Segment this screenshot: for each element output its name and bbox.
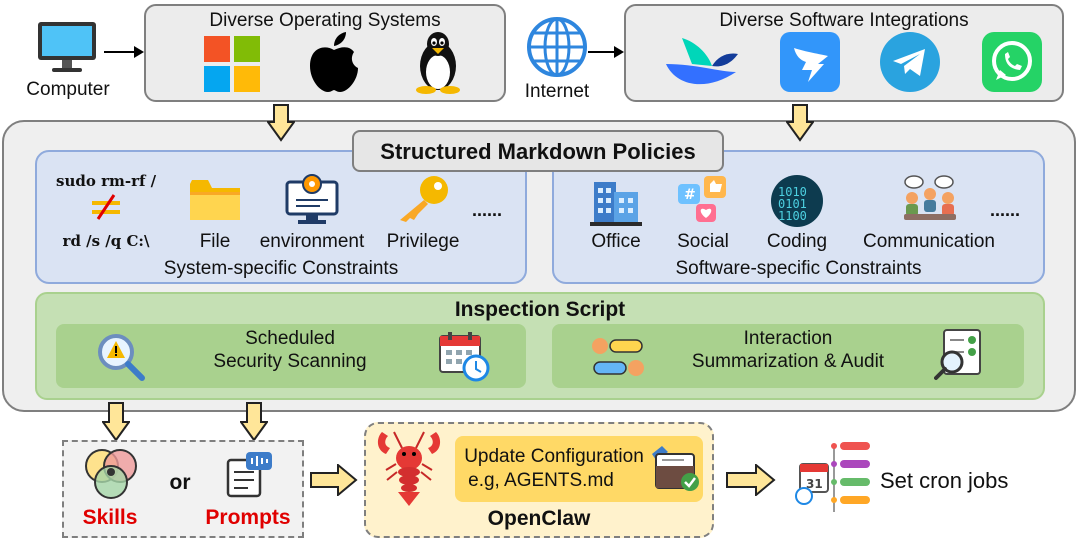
interaction-line-1: Interaction [743, 328, 833, 349]
inspection-title: Inspection Script [454, 298, 626, 321]
svg-text:1100: 1100 [778, 209, 807, 223]
audit-checklist-icon [934, 329, 981, 380]
calendar-clock-icon [439, 332, 490, 382]
update-config-line-1: Update Configuration [464, 446, 644, 467]
chat-users-icon [592, 338, 644, 376]
lobster-icon [377, 431, 441, 506]
command-windows: rd /s /q C:\ [62, 232, 150, 250]
apple-icon [310, 32, 358, 92]
arrow-computer-to-os [104, 46, 144, 58]
down-arrow-software [786, 104, 814, 142]
constraint-office: Office [591, 231, 641, 252]
svg-text:#: # [684, 187, 696, 203]
linux-tux-icon [416, 32, 460, 94]
office-building-icon [590, 182, 642, 226]
down-arrow-os [267, 104, 295, 142]
down-arrow-to-skills [102, 402, 130, 442]
set-cron-jobs-label: Set cron jobs [880, 468, 1009, 493]
prompts-label: Prompts [205, 506, 291, 529]
internet-globe-icon [527, 17, 587, 77]
down-arrow-to-prompts [240, 402, 268, 442]
key-icon [400, 176, 448, 222]
arrow-internet-to-software [588, 46, 624, 58]
windows-icon [204, 36, 260, 92]
telegram-icon [880, 32, 940, 92]
constraint-communication: Communication [863, 231, 995, 252]
right-arrow-to-openclaw [310, 464, 358, 496]
software-constraints-caption: Software-specific Constraints [675, 258, 922, 279]
skills-label: Skills [82, 506, 138, 529]
communication-meeting-icon [904, 175, 956, 220]
prompts-document-icon [226, 452, 272, 498]
security-scan-magnifier-icon [98, 334, 145, 381]
internet-label: Internet [524, 81, 590, 102]
dingtalk-icon [780, 32, 840, 92]
whatsapp-icon [982, 32, 1042, 92]
or-label: or [169, 471, 191, 494]
interaction-line-2: Summarization & Audit [691, 351, 885, 372]
openclaw-label: OpenClaw [487, 507, 591, 530]
policies-title-box [352, 130, 724, 172]
folder-icon [190, 180, 240, 220]
scheduled-line-1: Scheduled [245, 328, 335, 349]
system-constraints-ellipsis: ...... [471, 200, 502, 220]
cron-schedule-icon: 31 [795, 442, 870, 512]
svg-text:1010: 1010 [778, 185, 807, 199]
environment-settings-icon [285, 174, 339, 224]
config-file-check-icon [652, 446, 699, 491]
constraint-coding: Coding [766, 231, 828, 252]
svg-text:0101: 0101 [778, 197, 807, 211]
computer-icon [38, 22, 96, 72]
right-arrow-to-cron [726, 464, 776, 496]
system-constraints-panel [35, 150, 527, 284]
svg-text:31: 31 [806, 477, 823, 491]
software-panel-title: Diverse Software Integrations [719, 10, 969, 31]
constraint-social: Social [677, 231, 729, 252]
os-panel-title: Diverse Operating Systems [209, 10, 441, 31]
coding-binary-icon: 1010 0101 1100 [771, 175, 823, 227]
constraint-file: File [199, 231, 231, 252]
update-config-line-2: e.g, AGENTS.md [468, 470, 614, 491]
computer-label: Computer [26, 79, 110, 100]
system-constraints-caption: System-specific Constraints [163, 258, 399, 279]
constraint-environment: environment [259, 231, 365, 252]
scheduled-line-2: Security Scanning [213, 351, 367, 372]
policies-title: Structured Markdown Policies [380, 139, 696, 164]
constraint-privilege: Privilege [386, 231, 460, 252]
skills-venn-icon [85, 449, 137, 499]
social-media-icon: # [678, 176, 726, 222]
command-linux: sudo rm-rf / [56, 172, 157, 190]
not-equal-icon [92, 194, 120, 220]
lark-icon [666, 38, 738, 85]
software-constraints-ellipsis: ...... [989, 200, 1020, 220]
